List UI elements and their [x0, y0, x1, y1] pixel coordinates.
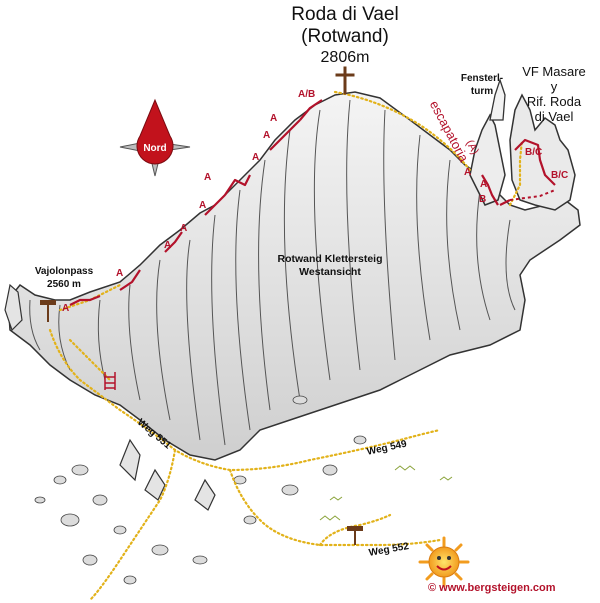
- grade-label: A: [180, 223, 188, 234]
- main-rock-face: [7, 91, 581, 461]
- route-info-line2: y: [550, 79, 558, 94]
- grade-label: A: [480, 179, 488, 190]
- fensterlturm-tower: [469, 113, 506, 206]
- grade-label: A: [204, 172, 212, 183]
- grade-label: A: [252, 152, 260, 163]
- hiking-trails: [48, 90, 524, 602]
- summit-cross-icon: [335, 66, 355, 95]
- grade-label: A: [270, 113, 278, 124]
- grade-label: A: [199, 200, 207, 211]
- ladder-icon: [104, 372, 116, 390]
- route-info-line4: di Vael: [534, 109, 574, 124]
- escape-route: [509, 189, 556, 201]
- scree-boulders: [34, 395, 367, 585]
- right-tower-group: [509, 93, 576, 211]
- grade-label: B: [479, 194, 487, 205]
- grade-label: A: [62, 303, 70, 314]
- grade-label: A/B: [298, 89, 316, 100]
- rock-furrows: [29, 99, 516, 446]
- pass-label: Vajolonpass: [34, 266, 94, 277]
- tower-label-line2: turm: [470, 86, 494, 97]
- compass-icon: [119, 98, 191, 177]
- sun-logo-icon: [418, 536, 470, 588]
- grade-label: A: [116, 268, 124, 279]
- website-link[interactable]: © www.bergsteigen.com: [428, 582, 556, 594]
- grade-label: A: [464, 167, 472, 178]
- summit-alt-name: (Rotwand): [301, 26, 389, 47]
- grade-label: A: [164, 240, 172, 251]
- left-pinnacles: [4, 283, 216, 511]
- pass-elevation: 2560 m: [47, 279, 81, 290]
- right-pinnacle: [489, 77, 506, 121]
- signpost-icon: [347, 526, 363, 545]
- grade-label: B/C: [551, 170, 569, 181]
- summit-name: Roda di Vael: [291, 4, 399, 25]
- summit-elevation: 2806m: [320, 49, 370, 66]
- tower-label-line1: Fensterl-: [460, 73, 504, 84]
- compass-label: Nord: [143, 143, 167, 154]
- view-label-line2: Westansicht: [299, 266, 361, 278]
- grade-label: A: [263, 130, 271, 141]
- via-ferrata-route: [69, 99, 556, 306]
- view-label-line1: Rotwand Klettersteig: [277, 253, 383, 265]
- route-info-line1: VF Masare: [522, 64, 586, 79]
- signpost-icon: [40, 300, 56, 322]
- route-info-line3: Rif. Roda: [526, 94, 582, 109]
- copyright-symbol: ©: [428, 582, 437, 594]
- website-url: www.bergsteigen.com: [439, 582, 556, 594]
- grass-tufts: [319, 465, 453, 521]
- grade-label: B/C: [525, 147, 543, 158]
